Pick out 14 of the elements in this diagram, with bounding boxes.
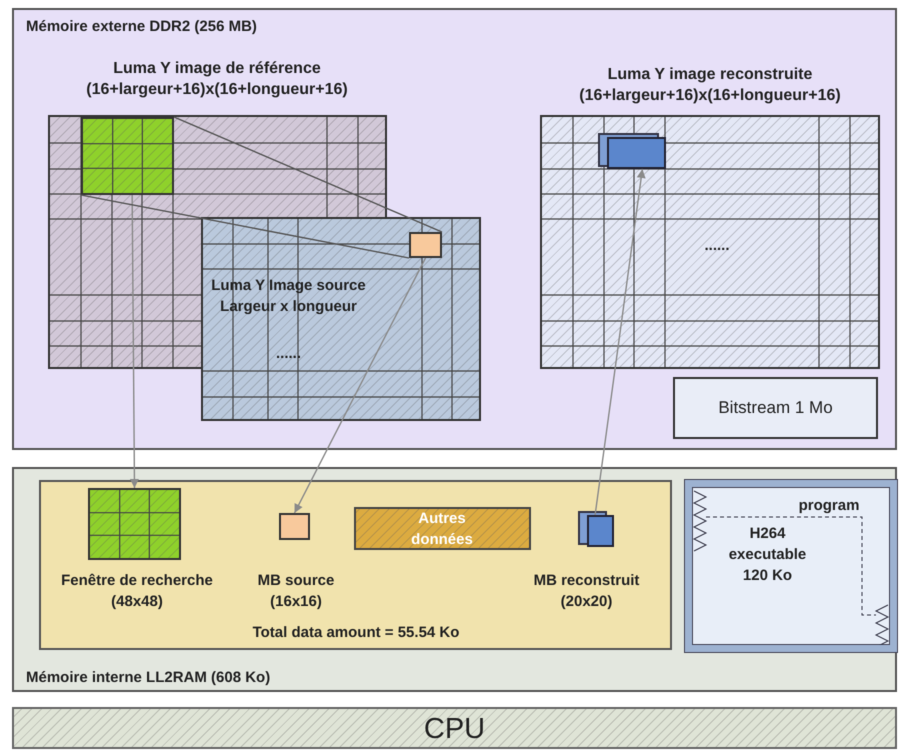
block-caption: Fenêtre de recherche (48x48) [60,571,214,612]
image-title: Luma Y image reconstruite (16+largeur+16)x(16+longueur+16) [578,65,842,106]
buffer-label: Bitstream 1 Mo [717,397,834,418]
panel-title: Mémoire externe DDR2 (256 MB) [26,17,258,37]
block-label: Autres données [410,509,474,550]
block-caption: MB reconstruit (20x20) [532,571,640,612]
program-label: H264 executable 120 Ko [728,524,808,586]
total-label: Total data amount = 55.54 Ko [252,623,460,643]
program-title: program [798,496,860,516]
ellipsis-text: ...... [703,236,730,256]
panel-title: Mémoire interne LL2RAM (608 Ko) [26,668,272,688]
image-title: Luma Y image de référence (16+largeur+16)x(16+longueur+16) [85,59,349,100]
cpu-label: CPU [422,712,486,746]
block-caption: MB source (16x16) [256,571,336,612]
